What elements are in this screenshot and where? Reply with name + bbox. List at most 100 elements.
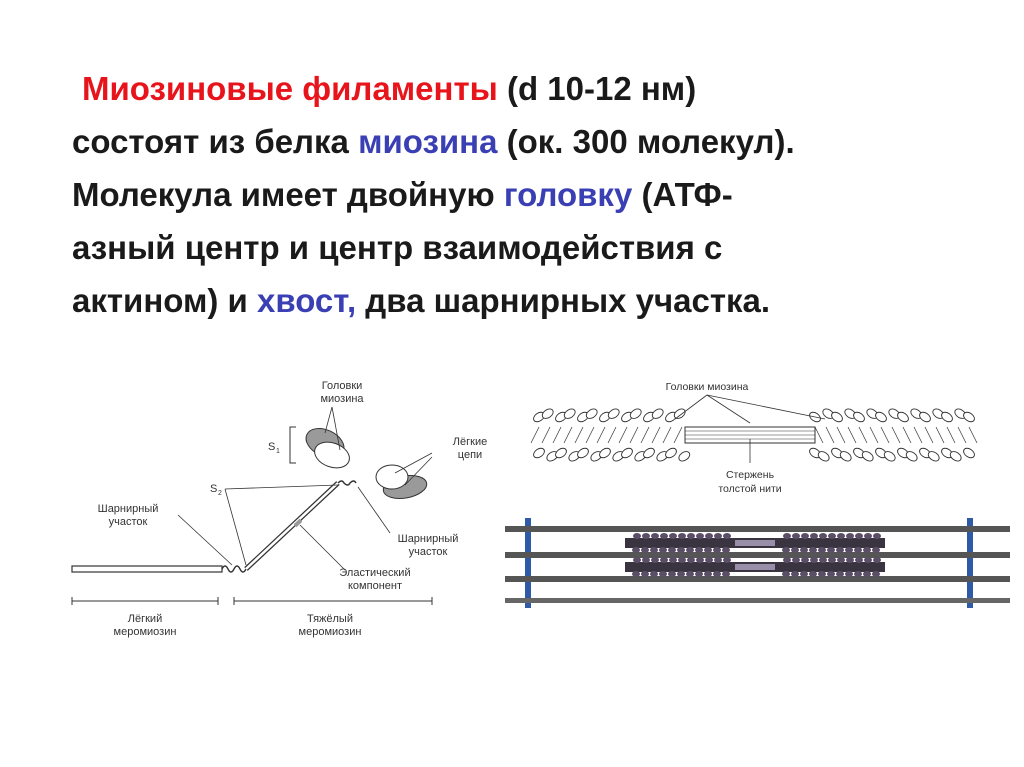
cross-bridge (686, 571, 694, 577)
cross-bridge (677, 571, 685, 577)
cross-bridge (695, 571, 703, 577)
cross-bridge (650, 571, 658, 577)
cross-bridge (791, 547, 799, 553)
cross-bridge (828, 533, 836, 539)
hinge-coil-right (337, 480, 357, 486)
cross-bridge (845, 547, 853, 553)
cross-bridge (660, 557, 668, 563)
cross-bridge (810, 533, 818, 539)
myosin-head (651, 408, 664, 419)
filament-strand (607, 426, 617, 444)
myosin-heads-right (809, 408, 978, 462)
filament-strand (640, 426, 650, 444)
cross-bridge (705, 533, 713, 539)
filament-strand (891, 426, 901, 444)
filament-strand (530, 426, 540, 444)
myosin-head (963, 447, 975, 459)
filament-strand (946, 426, 956, 444)
myosin-head (678, 451, 691, 462)
text-line-3-post: (АТФ- (632, 176, 733, 213)
text-line-2: состоят из белка миозина (ок. 300 молеку… (72, 115, 972, 168)
cross-bridge (819, 533, 827, 539)
elastic-component-marker (293, 518, 303, 528)
cross-bridge (855, 557, 863, 563)
myosin-head (665, 447, 677, 459)
cross-bridge (641, 547, 649, 553)
label-elastic-2: компонент (348, 580, 402, 592)
myosin-head (831, 411, 843, 423)
myosin-thick-filaments (625, 538, 885, 572)
term-head: головку (503, 176, 633, 213)
sarcomere-diagram (505, 518, 1010, 608)
myosin-head (949, 451, 962, 462)
text-line-2-pre: состоят из белка (72, 123, 359, 160)
myosin-head (533, 447, 545, 459)
text-line-3: Молекула имеет двойную головку (АТФ- (72, 168, 972, 221)
label-hinge-right-1: Шарнирный (398, 533, 459, 545)
cross-bridge (837, 557, 845, 563)
cross-bridge (659, 571, 667, 577)
filament-strand (673, 426, 683, 444)
cross-bridge (854, 547, 862, 553)
filament-strand (880, 426, 890, 444)
myosin-head (861, 451, 874, 462)
cross-bridge (632, 547, 640, 553)
cross-bridge (827, 571, 835, 577)
myosin-head (941, 411, 953, 423)
cross-bridge (668, 547, 676, 553)
cross-bridge (873, 557, 881, 563)
cross-bridge (863, 571, 871, 577)
term-tail: хвост, (257, 282, 357, 319)
cross-bridge (836, 547, 844, 553)
label-myosin-heads: Головки миозина (666, 381, 749, 393)
cross-bridge (678, 557, 686, 563)
label-s1-sub: 1 (276, 448, 280, 455)
myosin-head (599, 447, 611, 459)
cross-bridge (801, 557, 809, 563)
light-chain-1 (314, 441, 350, 469)
filament-strand (662, 426, 672, 444)
cross-bridge (696, 533, 704, 539)
myosin-head (817, 451, 830, 462)
filament-strand (902, 426, 912, 444)
term-myosin-filaments: Миозиновые филаменты (82, 70, 498, 107)
cross-bridge (809, 547, 817, 553)
text-line-5-pre: актином) и (72, 282, 257, 319)
cross-bridges (632, 533, 881, 577)
cross-bridge (704, 547, 712, 553)
cross-bridge (713, 571, 721, 577)
cross-bridge (782, 571, 790, 577)
filament-strand (585, 426, 595, 444)
cross-bridge (696, 557, 704, 563)
cross-bridge (801, 533, 809, 539)
cross-bridge (836, 571, 844, 577)
filament-strand (541, 426, 551, 444)
myosin-head (541, 408, 554, 419)
term-myosin: миозина (358, 123, 498, 160)
filament-strand (825, 426, 835, 444)
label-heads-2: миозина (320, 393, 364, 405)
cross-bridge (633, 533, 641, 539)
label-light-chains-1: Лёгкие (453, 436, 487, 448)
filament-strand (858, 426, 868, 444)
z-line-right (967, 518, 973, 608)
actin-filaments (505, 526, 1010, 603)
myosin-head (585, 408, 598, 419)
text-line-4: азный центр и центр взаимодействия с (72, 229, 723, 266)
cross-bridge (845, 571, 853, 577)
cross-bridge (827, 547, 835, 553)
cross-bridge (714, 557, 722, 563)
cross-bridge (846, 557, 854, 563)
cross-bridge (695, 547, 703, 553)
cross-bridge (687, 557, 695, 563)
cross-bridge (669, 533, 677, 539)
myosin-molecule-diagram: Головки миозина S 1 S 2 Лёгкие цепи Шарн… (71, 380, 487, 638)
filament-strand (596, 426, 606, 444)
label-rod-1: Стержень (726, 469, 775, 481)
cross-bridge (705, 557, 713, 563)
filament-strand (913, 426, 923, 444)
filament-strand (957, 426, 967, 444)
hmm-range-bracket (233, 597, 433, 605)
label-heads-1: Головки (322, 380, 363, 392)
text-line-2-post: (ок. 300 молекул). (497, 123, 795, 160)
